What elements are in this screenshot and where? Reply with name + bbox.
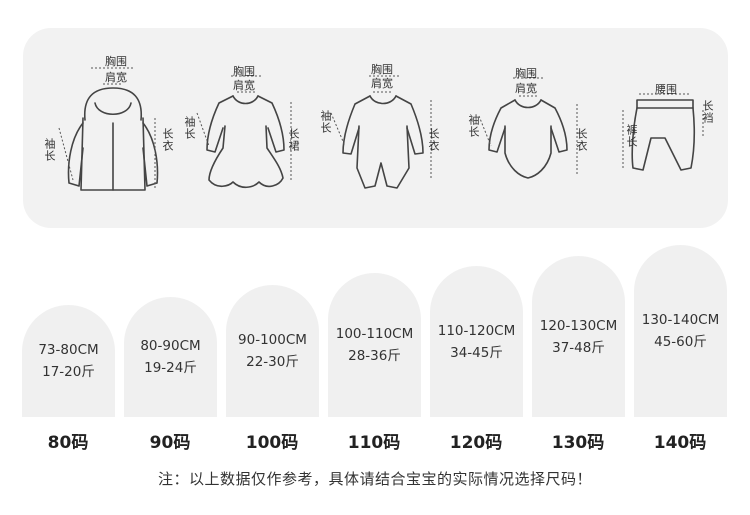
label-crotch: 长裆 xyxy=(701,100,714,124)
height-range: 130-140CM xyxy=(641,312,720,328)
label-chest: 胸围 xyxy=(515,67,537,80)
label-length: 长衣 xyxy=(427,128,440,152)
disclaimer-note: 注：以上数据仅作参考，具体请结合宝宝的实际情况选择尺码！ xyxy=(157,470,592,488)
weight-range: 37-48斤 xyxy=(552,339,605,356)
garment-coat: 胸围 肩宽 袖长 长衣 xyxy=(43,28,174,228)
weight-range: 17-20斤 xyxy=(42,364,95,380)
label-shoulder: 肩宽 xyxy=(515,82,537,95)
label-sleeve: 袖长 xyxy=(183,116,196,140)
height-range: 110-120CM xyxy=(437,322,516,339)
height-range: 73-80CM xyxy=(38,342,99,358)
size-label-120: 120码 xyxy=(449,433,503,453)
label-shoulder: 肩宽 xyxy=(371,77,393,90)
label-chest: 胸围 xyxy=(233,65,255,78)
garment-dress: 胸围 肩宽 袖长 长裙 xyxy=(183,28,303,228)
size-label-110: 110码 xyxy=(347,433,401,453)
weight-range: 28-36斤 xyxy=(348,348,401,364)
size-label-100: 100码 xyxy=(245,433,299,453)
weight-range: 22-30斤 xyxy=(246,354,299,370)
label-shoulder: 肩宽 xyxy=(233,79,255,92)
label-length: 长衣 xyxy=(161,128,174,152)
size-card-90: 80-90CM 19-24斤 xyxy=(124,297,217,417)
size-label-130: 130码 xyxy=(551,433,605,453)
size-label-90: 90码 xyxy=(149,433,191,453)
size-card-130: 120-130CM 37-48斤 xyxy=(532,256,625,417)
size-card-110: 100-110CM 28-36斤 xyxy=(328,273,421,417)
garment-bodysuit: 胸围 肩宽 袖长 长衣 xyxy=(463,28,593,228)
label-length: 长裙 xyxy=(287,128,300,152)
pants-illustration xyxy=(622,93,704,171)
height-range: 80-90CM xyxy=(140,338,201,354)
height-range: 90-100CM xyxy=(238,332,307,348)
label-sleeve: 袖长 xyxy=(467,114,480,138)
weight-range: 19-24斤 xyxy=(144,360,197,376)
weight-range: 34-45斤 xyxy=(450,344,503,361)
garment-romper: 胸围 肩宽 袖长 长衣 xyxy=(315,28,445,228)
dress-illustration xyxy=(196,75,292,189)
size-card-100: 90-100CM 22-30斤 xyxy=(226,285,319,417)
height-range: 100-110CM xyxy=(335,326,414,342)
coat-illustration xyxy=(58,67,159,191)
label-length: 长衣 xyxy=(575,128,588,152)
label-chest: 胸围 xyxy=(105,55,127,68)
label-leg: 裤长 xyxy=(625,124,638,148)
label-sleeve: 袖长 xyxy=(319,110,332,134)
label-waist: 腰围 xyxy=(655,83,677,96)
measurement-guide-panel: 胸围 肩宽 袖长 长衣 胸围 肩宽 袖长 长裙 xyxy=(23,28,728,228)
height-range: 120-130CM xyxy=(539,317,618,334)
size-card-80: 73-80CM 17-20斤 xyxy=(22,305,115,417)
label-shoulder: 肩宽 xyxy=(105,71,127,84)
size-card-120: 110-120CM 34-45斤 xyxy=(430,266,523,417)
weight-range: 45-60斤 xyxy=(654,334,707,350)
garment-pants: 腰围 裤长 长裆 xyxy=(613,28,723,228)
romper-illustration xyxy=(330,75,432,189)
label-chest: 胸围 xyxy=(371,63,393,76)
size-card-140: 130-140CM 45-60斤 xyxy=(634,245,727,417)
bodysuit-illustration xyxy=(478,77,578,179)
label-sleeve: 袖长 xyxy=(43,138,56,162)
size-label-140: 140码 xyxy=(653,433,707,453)
size-label-80: 80码 xyxy=(47,433,89,453)
